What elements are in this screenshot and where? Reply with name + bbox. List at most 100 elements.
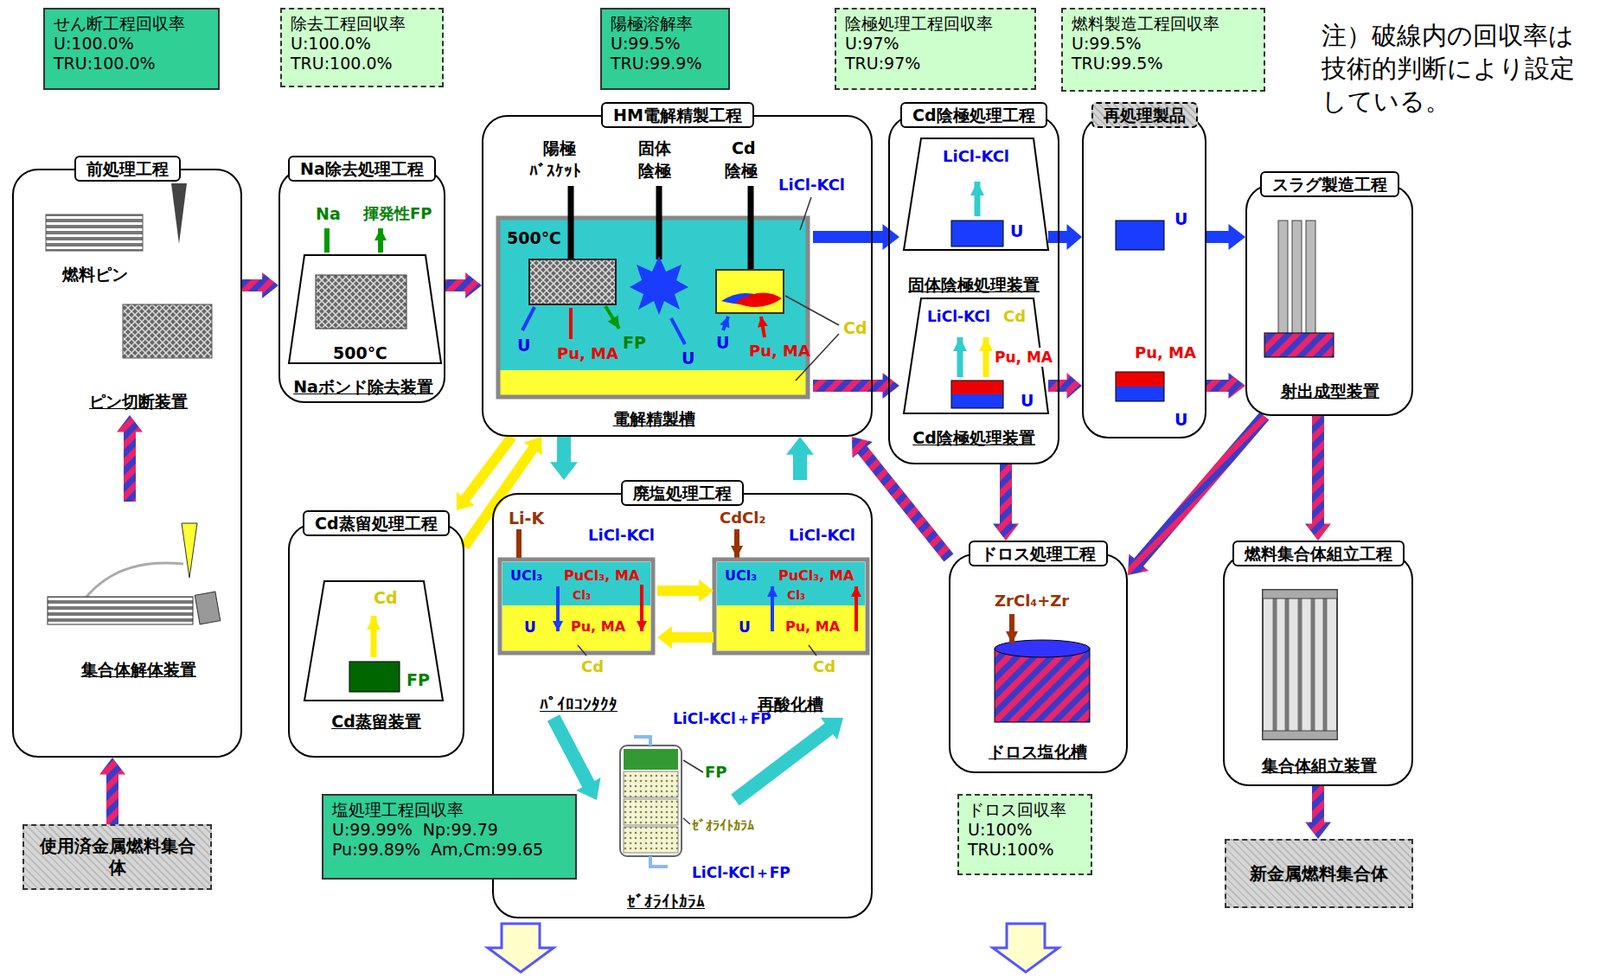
label: Pu, MA: [785, 617, 840, 637]
node-value: U:99.5%: [1071, 33, 1255, 54]
node-heading: 陽極溶解率: [610, 13, 720, 34]
process-box: 燃料集合体組立工程集合体組立装置: [1222, 540, 1414, 787]
node-value: TRU:100%: [967, 839, 1082, 860]
node-heading: 塩処理工程回収率: [332, 800, 567, 820]
device: 集合体解体装置: [34, 501, 243, 684]
node-text-group: 射出成型装置: [1258, 381, 1402, 402]
node-heading: ドロス塩化槽: [960, 742, 1116, 762]
node-text-group: 固体陰極処理装置: [899, 275, 1049, 295]
flow-arrow: [445, 272, 482, 299]
process-box: ドロス処理工程ドロス塩化槽: [948, 540, 1128, 774]
label: LiCl-KCl＋FP: [672, 709, 772, 729]
electrorefiner-art: [498, 185, 839, 397]
estimated-rate-box: 燃料製造工程回収率U:99.5%TRU:99.5%: [1061, 7, 1266, 92]
flow-arrow: [657, 579, 714, 602]
label: FP: [704, 762, 728, 782]
node-heading: 除去工程回収率: [290, 13, 434, 34]
cd-distillation-art: [304, 581, 443, 701]
node-text-group: 陰極処理工程回収率U:97%TRU:97%: [836, 9, 1035, 78]
node-text-group: せん断工程回収率U:100.0%TRU:100.0%: [44, 9, 218, 78]
label: U: [681, 348, 695, 368]
flow-arrow: [99, 757, 126, 825]
flow-arrow: [550, 436, 578, 480]
device: Naボンド除去装置: [285, 246, 442, 401]
label: Pu, MA: [992, 347, 1055, 367]
node-heading: せん断工程回収率: [53, 13, 210, 34]
flow-arrow: [1206, 224, 1246, 250]
label: Pu, MA: [570, 617, 626, 637]
flow-arrow: [116, 415, 143, 502]
process-frame: [278, 168, 446, 404]
process-box: 前処理工程ピン切断装置集合体解体装置: [12, 155, 243, 758]
label: U: [1174, 209, 1188, 229]
process-heading: Na除去処理工程: [288, 155, 436, 182]
node-text-group: ピン切断装置: [34, 391, 243, 412]
process-heading: HM電解精製工程: [601, 102, 755, 128]
process-frame: [1245, 184, 1414, 416]
node-value: TRU:99.5%: [1071, 53, 1255, 74]
node-value: U:97%: [844, 33, 1026, 54]
node-heading: ｾﾞｵﾗｲﾄｶﾗﾑ: [596, 891, 736, 912]
flow-arrow: [657, 626, 714, 649]
flow-arrow: [547, 714, 602, 800]
estimated-rate-box: 陰極処理工程回収率U:97%TRU:97%: [834, 7, 1037, 90]
flow-arrow: [242, 272, 279, 299]
node-heading: Naボンド除去装置: [285, 377, 442, 397]
label: U: [517, 335, 531, 355]
na-removal-art: [288, 228, 442, 364]
label: 燃料ピン: [62, 264, 128, 284]
recovery-rate-box: せん断工程回収率U:100.0%TRU:100.0%: [43, 7, 220, 90]
label: ZrCl₄+Zr: [994, 591, 1069, 611]
node-value: TRU:100.0%: [53, 53, 210, 74]
node-text-group: 新金属燃料集合体: [1241, 858, 1397, 890]
process-frame: [948, 553, 1128, 774]
label: Pu, MA: [748, 341, 811, 361]
label: Cd: [843, 318, 868, 338]
node-text-group: 陽極溶解率U:99.5%TRU:99.9%: [601, 9, 729, 78]
label: U: [738, 617, 751, 637]
node-text-group: 使用済金属燃料集合体: [24, 831, 211, 884]
label: Cd: [731, 138, 756, 158]
process-heading: ドロス処理工程: [968, 540, 1108, 567]
estimated-rate-box: ドロス回収率U:100%TRU:100%: [957, 793, 1093, 876]
label: 注）破線内の回収率は技術的判断により設定している。: [1321, 19, 1592, 118]
estimated-rate-box: 除去工程回収率U:100.0%TRU:100.0%: [280, 7, 444, 88]
label: U: [716, 332, 730, 352]
process-box: Na除去処理工程 Naボンド除去装置: [278, 155, 446, 404]
label: U: [1174, 409, 1188, 429]
flow-arrow: [812, 372, 900, 399]
label: 500℃: [332, 343, 388, 363]
process-heading: スラグ製造工程: [1260, 171, 1400, 198]
label: LiCl-KCl: [778, 175, 845, 195]
node-value: U:100.0%: [53, 33, 210, 54]
label: FP: [406, 670, 430, 690]
device: 射出成型装置: [1258, 207, 1402, 405]
flow-arrow: [730, 717, 844, 807]
node-heading: 陰極処理工程回収率: [844, 13, 1026, 34]
node-text-group: Cd蒸留装置: [294, 711, 459, 732]
node-value: U:99.5%: [610, 33, 720, 54]
node-text-group: 燃料製造工程回収率U:99.5%TRU:99.5%: [1062, 9, 1264, 78]
label: 500℃: [506, 228, 562, 248]
node-value: Pu:99.89% Am,Cm:99.65: [332, 839, 567, 860]
node-text-group: Cd陰極処理装置: [899, 428, 1049, 448]
process-heading: Cd蒸留処理工程: [302, 510, 450, 537]
device: ピン切断装置: [34, 194, 243, 416]
node-heading: 使用済金属燃料集合体: [32, 835, 202, 879]
flow-arrow: [812, 224, 900, 250]
node-text-group: Naボンド除去装置: [285, 377, 442, 397]
flow-arrow: [1048, 372, 1082, 399]
product-art: [1115, 220, 1165, 402]
label: Li-K: [508, 508, 544, 528]
device: 集合体組立装置: [1232, 575, 1406, 780]
flow-arrow: [1305, 786, 1332, 839]
label: U: [524, 617, 537, 637]
node-text-group: 塩処理工程回収率U:99.99% Np:99.79Pu:99.89% Am,Cm…: [323, 795, 576, 864]
fuel-assembly-box: 使用済金属燃料集合体: [22, 824, 212, 890]
node-text-group: 電解精製槽: [494, 409, 813, 429]
node-value: TRU:99.9%: [610, 53, 720, 74]
product-box: 再処理製品: [1081, 102, 1207, 439]
label: UCl₃: [510, 566, 543, 586]
process-heading: 再処理製品: [1091, 102, 1198, 128]
